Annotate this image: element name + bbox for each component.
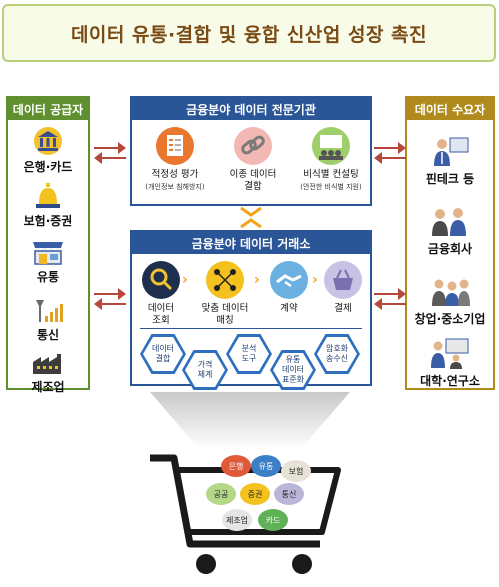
tool-evaluation: 적정성 평가 (개인정보 침해방지) (138, 126, 212, 193)
matching-icon (206, 261, 244, 299)
exchange-arrows-icon (374, 142, 406, 164)
team-icon (432, 279, 470, 306)
step-label-line2: 매칭 (216, 315, 234, 326)
tool-consulting: 비식별 컨설팅 (안전한 비식별 지원) (292, 126, 370, 193)
tool-label: 비식별 컨설팅 (303, 169, 359, 180)
cart-ball-manufacturing: 제조업 (222, 509, 252, 531)
factory-icon (33, 354, 61, 374)
title-banner: 데이터 유통·결합 및 융합 신산업 성장 촉진 (2, 4, 496, 62)
demander-finance: 금융회사 (407, 204, 493, 257)
supplier-header: 데이터 공급자 (8, 98, 88, 120)
supplier-telecom: 통신 (8, 296, 88, 343)
demander-fintech: 핀테크 등 (407, 134, 493, 187)
data-institution-box: 금융분야 데이터 전문기관 적정성 평가 (개인정보 침해방지) 이종 데이터 … (130, 96, 372, 206)
tool-label-line2: 결합 (244, 181, 262, 192)
supplier-manufacturing: 제조업 (8, 350, 88, 395)
demander-label: 금융회사 (427, 242, 473, 256)
step-label: 계약 (280, 303, 298, 314)
cart-ball-card: 카드 (258, 509, 288, 531)
demander-label: 핀테크 등 (425, 172, 475, 186)
demander-label: 창업·중소기업 (414, 312, 486, 326)
meeting-icon (312, 127, 350, 165)
step-label-line2: 조회 (152, 315, 170, 326)
institution-header: 금융분야 데이터 전문기관 (132, 98, 370, 120)
demander-header: 데이터 수요자 (407, 98, 493, 120)
supplier-insurance: 보험·증권 (8, 182, 88, 229)
cart-ball-securities: 증권 (240, 483, 270, 505)
supplier-label: 통신 (36, 328, 60, 342)
chevron-right-icon: › (182, 272, 188, 288)
store-icon (33, 242, 63, 265)
funnel-shape (150, 392, 350, 450)
step-label: 결제 (334, 303, 352, 314)
supplier-label: 제조업 (31, 380, 65, 394)
handshake-icon (270, 261, 308, 299)
step-label: 데이터 (147, 303, 175, 314)
chevron-right-icon: › (312, 272, 318, 288)
exchange-arrows-icon (94, 288, 126, 310)
supplier-panel: 데이터 공급자 은행·카드 보험·증권 유통 (6, 96, 90, 394)
siren-icon (36, 183, 60, 208)
cart-ball-retail: 유통 (251, 455, 281, 477)
divider (140, 328, 362, 329)
supplier-bank: 은행·카드 (8, 126, 88, 175)
step-payment: 결제 (320, 260, 366, 315)
chevron-right-icon: › (254, 272, 260, 288)
cart-ball-bank: 은행 (221, 455, 251, 477)
signal-bars-icon (36, 300, 63, 322)
step-contract: 계약 (266, 260, 312, 315)
cart-ball-public: 공공 (206, 483, 236, 505)
tool-label: 적정성 평가 (151, 169, 199, 180)
step-label: 맞춤 데이터 (201, 303, 249, 314)
person-presenting-icon (434, 137, 469, 166)
supplier-label: 보험·증권 (23, 214, 73, 228)
cart-ball-telecom: 통신 (274, 483, 304, 505)
supplier-retail: 유통 (8, 238, 88, 285)
magnifier-icon (142, 261, 180, 299)
step-search: 데이터 조회 (138, 260, 184, 327)
exchange-header: 금융분야 데이터 거래소 (132, 232, 370, 254)
tool-combination: 이종 데이터 결합 (216, 126, 290, 193)
shopping-basket-icon (324, 261, 362, 299)
demander-panel: 데이터 수요자 핀테크 등 금융회사 창업·중소기업 (405, 96, 495, 390)
people-group-icon (432, 208, 466, 236)
step-matching: 맞춤 데이터 매칭 (194, 260, 256, 327)
chain-link-icon (234, 127, 272, 165)
exchange-arrows-icon (374, 288, 406, 310)
supplier-label: 유통 (36, 270, 60, 284)
supplier-label: 은행·카드 (23, 160, 73, 174)
demander-university: 대학·연구소 (407, 336, 493, 389)
lecture-icon (431, 338, 469, 369)
tool-sublabel: (안전한 비식별 지원) (300, 183, 362, 191)
checklist-icon (156, 127, 194, 165)
bank-icon (34, 127, 62, 155)
exchange-arrows-icon (94, 142, 126, 164)
demander-startup: 창업·중소기업 (407, 274, 493, 327)
page-title: 데이터 유통·결합 및 융합 신산업 성장 촉진 (70, 23, 428, 46)
tool-sublabel: (개인정보 침해방지) (145, 183, 205, 191)
tool-label: 이종 데이터 (229, 169, 277, 180)
cart-ball-insurance: 보험 (281, 460, 311, 482)
chevron-up-down-icon (240, 206, 262, 229)
demander-label: 대학·연구소 (420, 374, 480, 388)
